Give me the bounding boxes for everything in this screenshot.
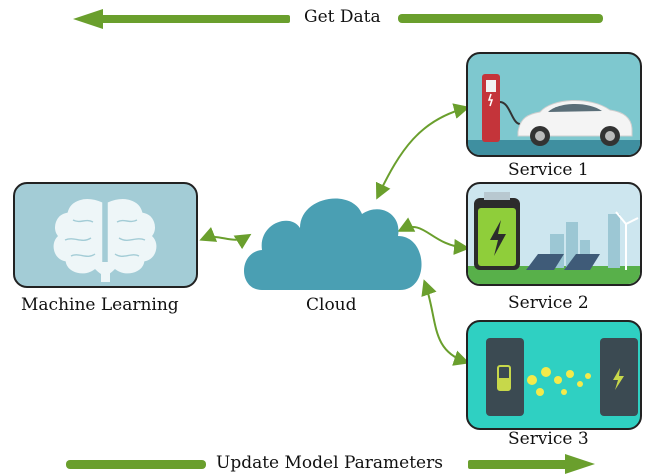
get-data-arrow [73,9,603,29]
update-params-label: Update Model Parameters [216,453,443,473]
phone-to-phone-energy-icon [486,338,638,416]
service-1-panel [466,52,642,157]
connector-cloud-service1 [375,103,470,200]
cloud-icon [244,198,422,290]
machine-learning-label: Machine Learning [21,295,179,315]
service-3-label: Service 3 [508,429,589,449]
service-2-label: Service 2 [508,293,589,313]
connector-cloud-service3 [421,279,470,366]
brain-icon [52,197,158,282]
get-data-label: Get Data [304,7,381,27]
update-params-arrow [66,454,595,474]
service-3-panel [466,320,642,430]
service-2-panel [466,182,642,286]
connector-cloud-service2 [397,217,470,255]
service-1-label: Service 1 [508,160,589,180]
battery-solar-wind-icon [468,192,640,284]
ev-charging-car-icon [468,74,640,155]
machine-learning-panel [13,182,198,288]
cloud-label: Cloud [306,295,357,315]
connector-ml-cloud [199,227,252,250]
